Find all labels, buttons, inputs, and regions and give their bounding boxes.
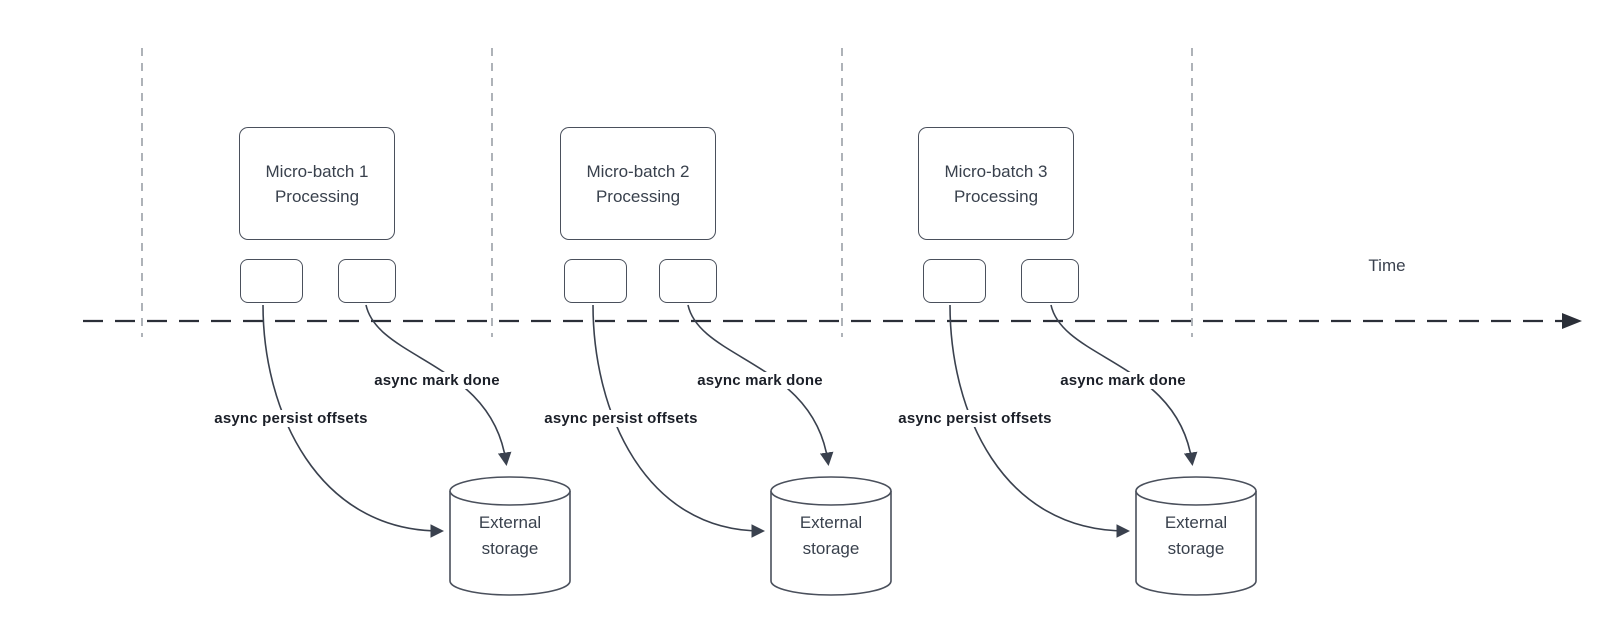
persist-offsets-label-1: async persist offsets <box>210 410 372 427</box>
mark-done-arrow-1 <box>365 304 512 467</box>
micro-batch-box-subtitle: Processing <box>953 186 1039 206</box>
mark-done-arrow-2 <box>687 304 834 467</box>
mark-done-task-box-3 <box>1021 259 1079 303</box>
external-storage-label-line2: storage <box>802 539 860 558</box>
mark-done-task-box-1 <box>338 259 396 303</box>
external-storage-label-line1: External <box>799 513 863 532</box>
external-storage-cylinder-3 <box>1135 476 1257 596</box>
micro-batch-box-subtitle: Processing <box>274 186 360 206</box>
micro-batch-box-title: Micro-batch 2 <box>586 161 690 181</box>
external-storage-label-1: External storage <box>450 510 570 562</box>
micro-batch-box-2: Micro-batch 2 Processing <box>560 127 716 240</box>
mark-done-label-3: async mark done <box>1056 372 1190 389</box>
external-storage-label-line2: storage <box>481 539 539 558</box>
external-storage-label-line1: External <box>1164 513 1228 532</box>
external-storage-cylinder-2 <box>770 476 892 596</box>
mark-done-arrow-3 <box>1050 304 1198 467</box>
persist-offsets-arrow-1 <box>262 304 445 538</box>
external-storage-label-3: External storage <box>1136 510 1256 562</box>
persist-offsets-arrow-2 <box>592 304 766 538</box>
micro-batch-box-title: Micro-batch 1 <box>265 161 369 181</box>
persist-offsets-task-box-3 <box>923 259 986 303</box>
external-storage-label-line1: External <box>478 513 542 532</box>
micro-batch-box-1: Micro-batch 1 Processing <box>239 127 395 240</box>
micro-batch-box-3: Micro-batch 3 Processing <box>918 127 1074 240</box>
persist-offsets-task-box-2 <box>564 259 627 303</box>
mark-done-label-2: async mark done <box>693 372 827 389</box>
persist-offsets-label-3: async persist offsets <box>894 410 1056 427</box>
time-axis-arrowhead-icon <box>1562 313 1582 329</box>
micro-batch-box-subtitle: Processing <box>595 186 681 206</box>
persist-offsets-label-2: async persist offsets <box>540 410 702 427</box>
external-storage-label-line2: storage <box>1167 539 1225 558</box>
external-storage-label-2: External storage <box>771 510 891 562</box>
mark-done-task-box-2 <box>659 259 717 303</box>
micro-batch-box-title: Micro-batch 3 <box>944 161 1048 181</box>
mark-done-label-1: async mark done <box>370 372 504 389</box>
persist-offsets-task-box-1 <box>240 259 303 303</box>
time-axis-label: Time <box>1368 256 1406 275</box>
external-storage-cylinder-1 <box>449 476 571 596</box>
persist-offsets-arrow-3 <box>949 304 1131 538</box>
